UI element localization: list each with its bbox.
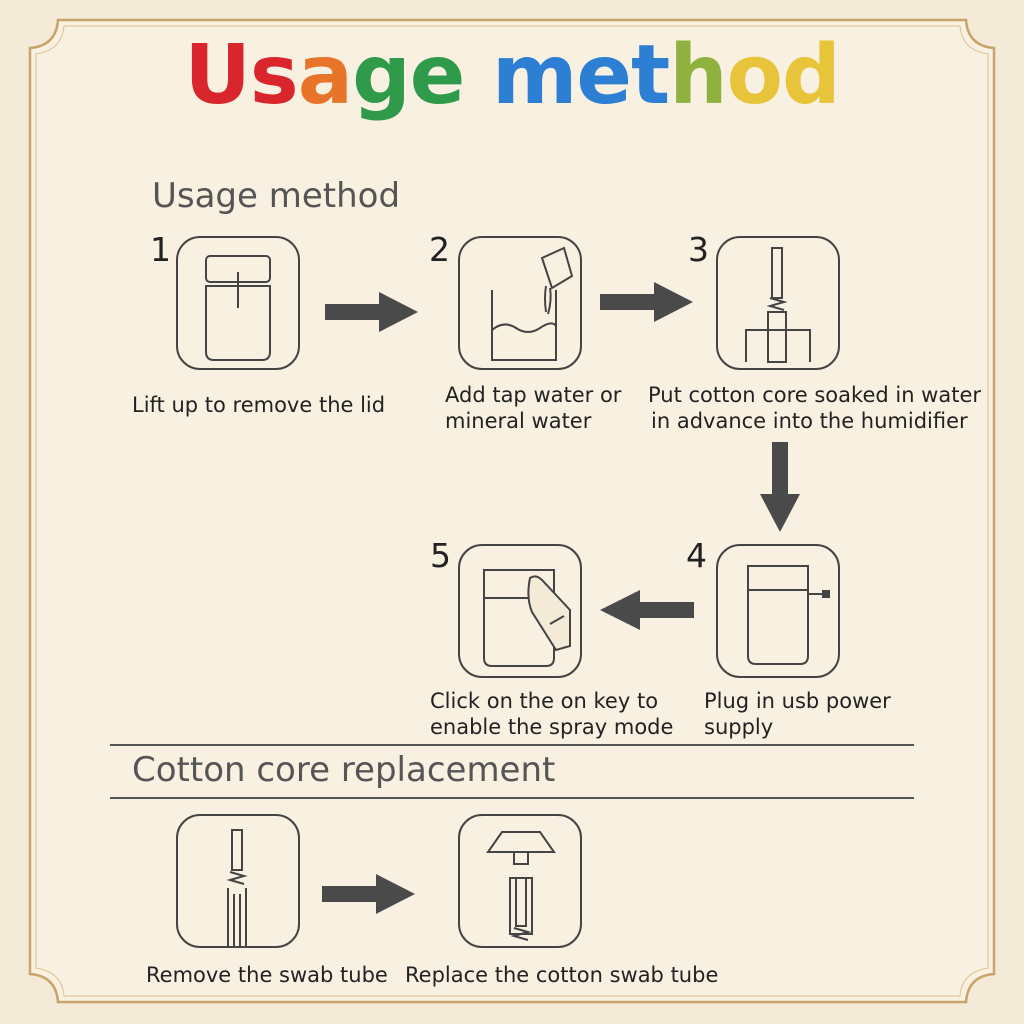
device-lid-icon — [205, 255, 271, 361]
caption-line: mineral water — [445, 409, 592, 433]
step-1-box — [176, 236, 300, 370]
title-letter: a — [297, 28, 353, 123]
caption-line: supply — [704, 715, 774, 739]
usb-plug-icon — [747, 565, 830, 665]
title-letter: s — [249, 28, 299, 123]
usage-method-heading: Usage method — [152, 176, 401, 216]
divider-top — [110, 744, 914, 746]
step-1-caption: Lift up to remove the lid — [132, 393, 386, 417]
title-letter: U — [184, 28, 251, 123]
step-number-4: 4 — [686, 536, 707, 575]
caption-line: enable the spray mode — [430, 715, 674, 739]
arrow-right-icon — [600, 282, 693, 322]
title-letter: e — [576, 28, 632, 123]
step-4-box — [716, 544, 840, 678]
title-letter: d — [781, 28, 841, 123]
arrow-down-icon — [760, 442, 800, 532]
step-5-box — [458, 544, 582, 678]
replacement-step-2-box — [458, 814, 582, 948]
caption-line: Plug in usb power — [704, 689, 891, 713]
title-letter: h — [669, 28, 727, 123]
step-number-5: 5 — [430, 536, 451, 575]
main-title: Usage method — [0, 26, 1024, 126]
title-letter: g — [352, 28, 411, 123]
step-2-box — [458, 236, 582, 370]
divider-bottom — [110, 797, 914, 799]
arrow-right-icon — [322, 874, 415, 914]
caption-line: in advance into the humidifier — [651, 409, 968, 433]
step-number-1: 1 — [150, 230, 171, 269]
replacement-step-1-caption: Remove the swab tube — [146, 963, 388, 987]
step-3-caption: Put cotton core soaked in water in advan… — [648, 382, 981, 434]
title-letter: t — [631, 28, 670, 123]
replacement-step-1-box — [176, 814, 300, 948]
swab-tube-icon — [226, 829, 248, 946]
title-letter — [464, 26, 492, 126]
arrow-right-icon — [325, 292, 418, 332]
cotton-core-icon — [745, 247, 811, 363]
cotton-core-replacement-heading: Cotton core replacement — [132, 750, 556, 790]
step-3-box — [716, 236, 840, 370]
replace-swab-icon — [486, 831, 556, 941]
arrow-left-icon — [600, 590, 694, 630]
step-2-caption: Add tap water or mineral water — [445, 382, 621, 434]
caption-line: Put cotton core soaked in water — [648, 383, 982, 407]
replacement-step-2-caption: Replace the cotton swab tube — [405, 963, 719, 987]
press-button-icon — [483, 569, 571, 667]
pour-water-icon — [491, 246, 574, 361]
caption-line: Add tap water or — [445, 383, 622, 407]
step-4-caption: Plug in usb power supply — [704, 688, 891, 740]
title-letter: o — [726, 28, 783, 123]
step-number-3: 3 — [688, 230, 709, 269]
step-5-caption: Click on the on key to enable the spray … — [430, 688, 673, 740]
caption-line: Click on the on key to — [430, 689, 659, 713]
title-letter: m — [491, 28, 577, 123]
title-letter: e — [409, 28, 466, 123]
step-number-2: 2 — [429, 230, 450, 269]
